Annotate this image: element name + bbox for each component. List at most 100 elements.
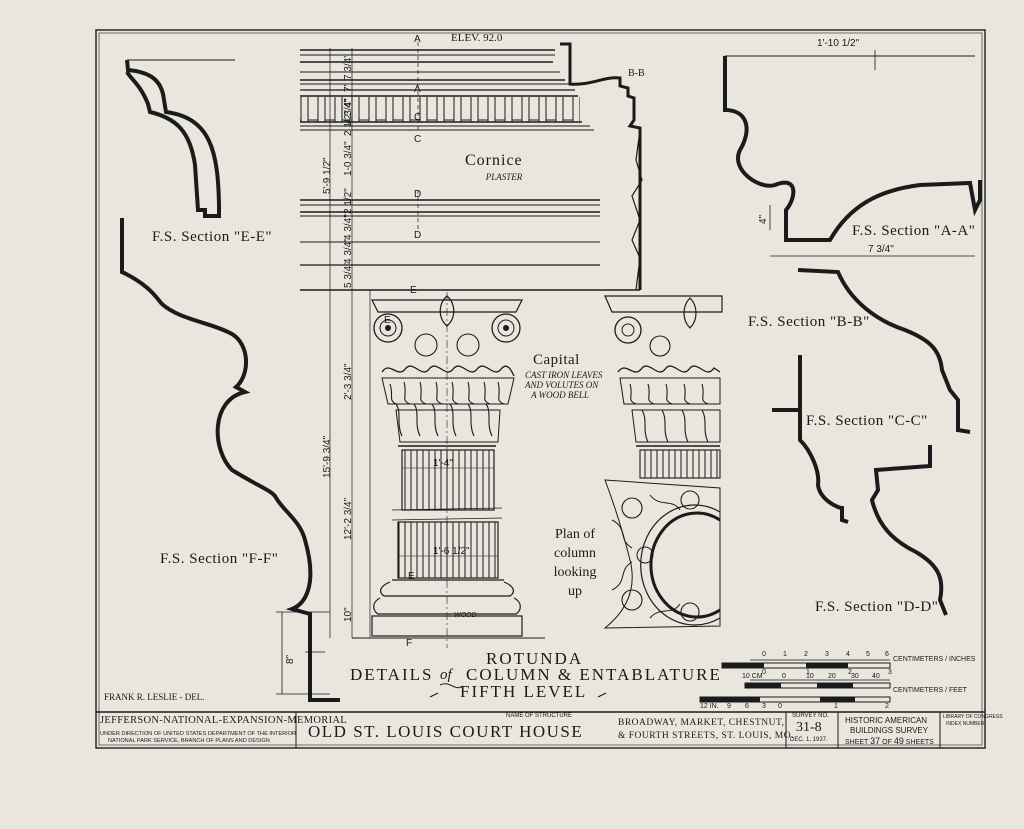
plan-title-4: up	[568, 584, 582, 599]
dim-cornice-total: 5'-9 1/2"	[322, 157, 333, 194]
dim-cornice: 4 3/4"	[343, 214, 354, 240]
scale-tick: 1	[834, 703, 838, 710]
profile-section-dd	[869, 445, 948, 616]
plan-title-3: looking	[553, 565, 597, 580]
dim-cornice: 5 3/4"	[343, 262, 354, 288]
capital-half-section	[604, 295, 723, 479]
dim-cornice: 4 3/4"	[343, 238, 354, 264]
cut-letter: E	[408, 571, 415, 582]
delineator: FRANK R. LESLIE - DEL.	[104, 692, 205, 702]
profile-section-ff	[120, 218, 340, 702]
scale-tick: 3	[825, 651, 829, 658]
title-of: of	[440, 667, 452, 683]
title-fifth-level: Fifth Level	[460, 682, 588, 701]
habs-line-1: HISTORIC AMERICAN	[845, 716, 928, 725]
cornice-elevation	[300, 42, 640, 291]
dim-cornice: 1-0 3/4"	[343, 141, 354, 176]
cut-letter: A	[414, 84, 421, 95]
wood-label: WOOD	[454, 612, 477, 619]
cut-letter: A	[414, 34, 421, 45]
scale-label-feet: CENTIMETERS / FEET	[893, 687, 967, 694]
structure-name: Old St. Louis Court House	[308, 722, 584, 741]
profile-cornice-bb	[560, 42, 642, 290]
dim-diam-bottom: 1'-6 1/2"	[433, 546, 470, 557]
direction-line-1: UNDER DIRECTION OF UNITED STATES DEPARTM…	[100, 731, 297, 737]
sheet-of: OF	[882, 739, 892, 746]
cut-letter: E	[384, 315, 391, 326]
scale-tick: 6	[885, 651, 889, 658]
dim-shaft: 12'-2 3/4"	[343, 497, 354, 540]
title-details: Details	[350, 665, 434, 684]
cut-letter: C	[414, 112, 422, 123]
dim-capital: 2'-3 3/4"	[343, 363, 354, 400]
scale-tick: 0	[778, 703, 782, 710]
dim-base: 10"	[343, 607, 354, 622]
plan-title-2: column	[554, 546, 596, 561]
scale-tick: 20	[828, 673, 836, 680]
sheet-suffix: SHEETS	[905, 739, 934, 746]
label-section-ff: F.S. Section "F-F"	[160, 551, 279, 567]
cut-letter: C	[414, 134, 422, 145]
cornice-note: PLASTER	[485, 172, 523, 182]
project-name: JEFFERSON-NATIONAL-EXPANSION-MEMORIAL	[100, 715, 347, 726]
scale-tick: 2	[848, 669, 852, 676]
scale-tick: 0	[762, 651, 766, 658]
scale-tick: 10	[806, 673, 814, 680]
cornice-title: Cornice	[465, 152, 523, 169]
sheet-count: SHEET 37 OF 49 SHEETS	[845, 736, 934, 746]
profile-section-ee	[125, 59, 221, 218]
scale-tick: 9	[727, 703, 731, 710]
dim-ff-height: 8"	[285, 654, 296, 664]
scale-tick: 10 CM	[742, 673, 763, 680]
scale-tick: 40	[872, 673, 880, 680]
label-section-aa: F.S. Section "A-A"	[852, 223, 976, 239]
label-cut-bb: B-B	[628, 68, 645, 79]
profile-section-cc	[772, 355, 849, 524]
structure-caption: NAME OF STRUCTURE	[506, 713, 572, 719]
dim-diam-top: 1'-4"	[433, 458, 453, 469]
profile-section-aa	[723, 56, 982, 242]
dim-cornice: 2 1/2"	[343, 110, 354, 136]
dim-aa-height: 4"	[758, 214, 769, 224]
capital-note-2: AND VOLUTES ON	[525, 380, 599, 390]
sheet-prefix: SHEET	[845, 739, 869, 746]
scale-tick: 3	[762, 703, 766, 710]
sheet-number: 37	[870, 736, 881, 746]
survey-number: 31-8	[796, 720, 822, 735]
title-column-entablature: Column & Entablature	[466, 665, 722, 684]
address-line-2: & FOURTH STREETS, ST. LOUIS, MO.	[618, 731, 794, 741]
scale-tick: 0	[782, 673, 786, 680]
scale-tick: 6	[745, 703, 749, 710]
label-section-bb: F.S. Section "B-B"	[748, 314, 870, 330]
sheet-border	[95, 29, 986, 749]
title-rotunda: Rotunda	[486, 649, 584, 668]
capital-title: Capital	[533, 352, 580, 368]
dim-aa-depth: 7 3/4"	[868, 244, 894, 255]
profile-section-bb	[797, 268, 971, 434]
label-section-ee: F.S. Section "E-E"	[152, 229, 273, 245]
sheet-total: 49	[893, 736, 904, 746]
scale-tick: 12 IN.	[700, 703, 719, 710]
plan-title-1: Plan of	[554, 527, 596, 542]
dim-cornice: 2 1/2"	[343, 188, 354, 214]
scale-tick: 1	[806, 669, 810, 676]
scale-label-inches: CENTIMETERS / INCHES	[893, 656, 976, 663]
habs-line-2: BUILDINGS SURVEY	[850, 726, 929, 735]
cut-letter: F	[406, 638, 413, 649]
column-plan	[603, 479, 721, 629]
label-section-dd: F.S. Section "D-D"	[815, 599, 939, 615]
column-elevation	[329, 290, 545, 648]
scale-tick: 0	[762, 669, 766, 676]
title-block-lines	[96, 711, 985, 748]
label-section-cc: F.S. Section "C-C"	[806, 413, 928, 429]
dim-cornice: 7 3/4"	[343, 54, 354, 80]
direction-line-2: NATIONAL PARK SERVICE, BRANCH OF PLANS A…	[108, 738, 270, 744]
address-line-1: BROADWAY, MARKET, CHESTNUT,	[618, 718, 785, 728]
survey-caption: SURVEY NO.	[792, 713, 829, 719]
dim-aa-width: 1'-10 1/2"	[817, 38, 860, 49]
loc-line-1: LIBRARY OF CONGRESS	[943, 714, 1003, 720]
cut-letter: D	[414, 189, 422, 200]
survey-date: DEC. 1, 1937.	[790, 737, 828, 743]
dim-column-total: 15'-9 3/4"	[322, 435, 333, 478]
